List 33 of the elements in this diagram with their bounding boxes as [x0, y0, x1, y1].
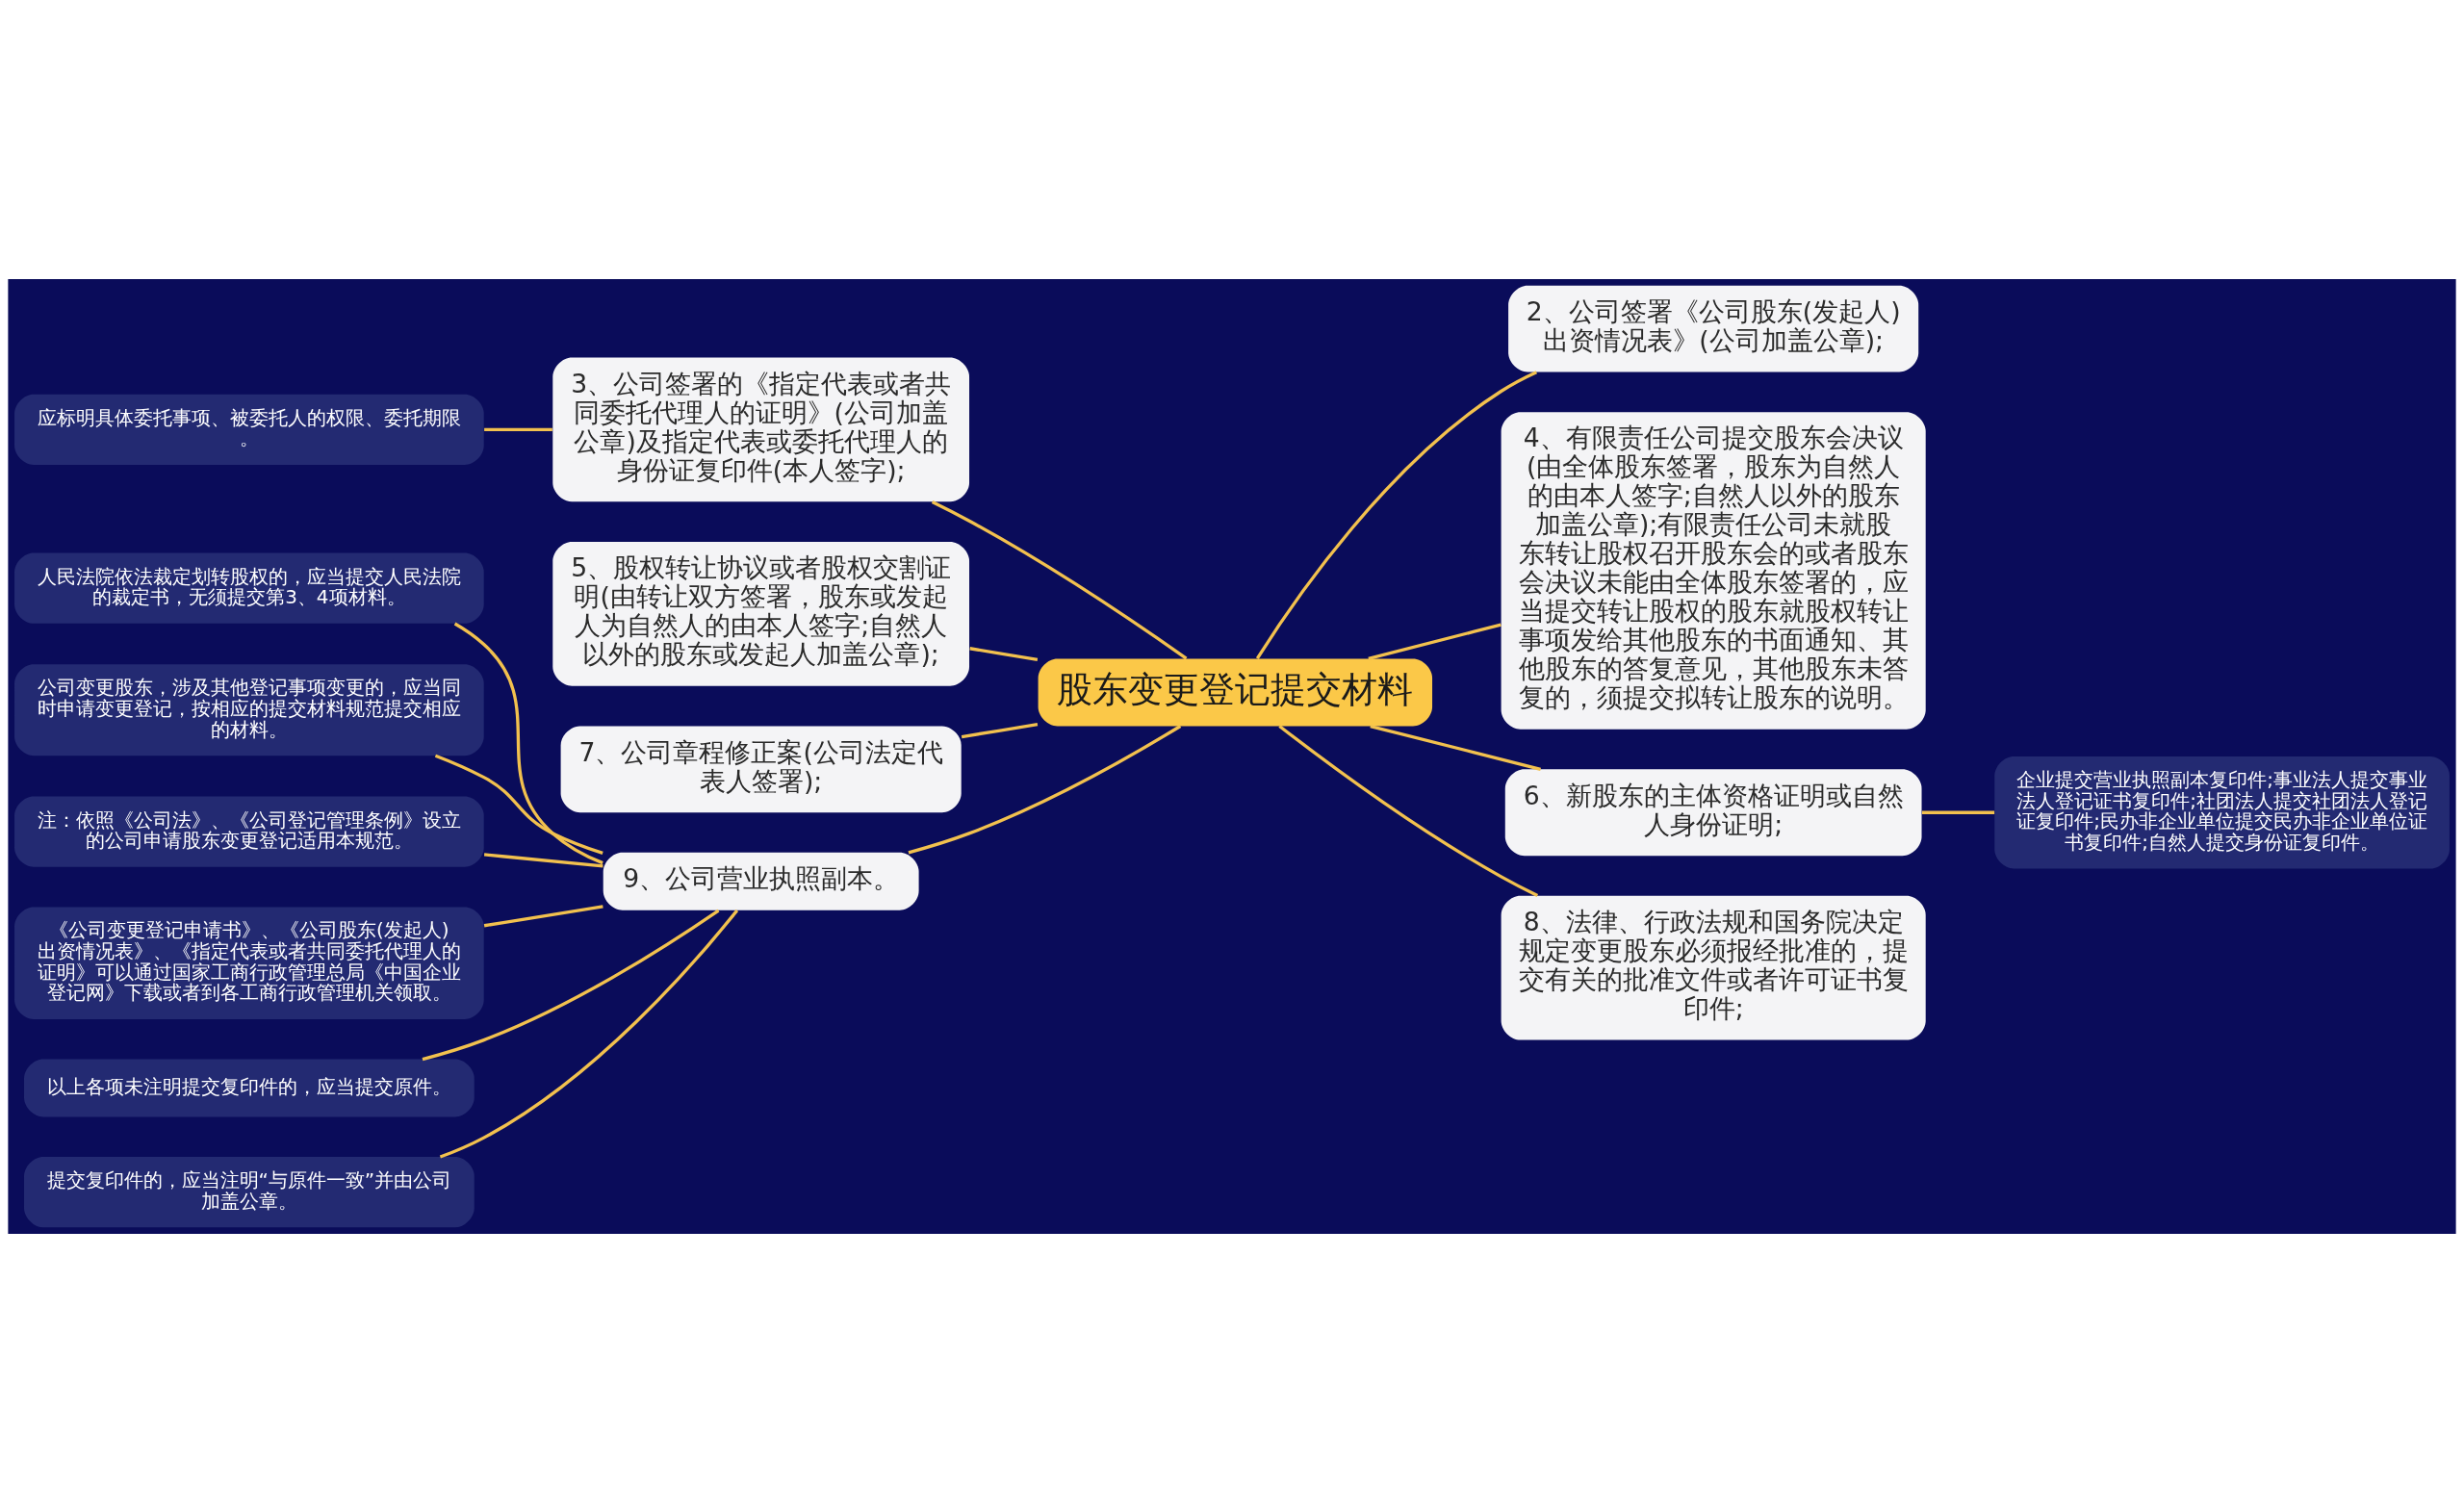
connector: [1278, 724, 1539, 897]
node-box: 3、公司签署的《指定代表或者共同委托代理人的证明》(公司加盖公章)及指定代表或委托代理人的身份证复印件(本人签字);: [552, 357, 970, 501]
connector: [483, 852, 603, 868]
node-box: 以上各项未注明提交复印件的，应当提交原件。: [24, 1059, 475, 1116]
connector: [483, 904, 603, 927]
node-box: 9、公司营业执照副本。: [603, 852, 919, 910]
node-box: 7、公司章程修正案(公司法定代表人签署);: [560, 725, 962, 812]
node-box: 公司变更股东，涉及其他登记事项变更的，应当同时申请变更登记，按相应的提交材料规范提交相应的材料。: [14, 663, 484, 756]
connector: [961, 722, 1039, 738]
node-box: 注：依照《公司法》、《公司登记管理条例》设立的公司申请股东变更登记适用本规范。: [14, 796, 484, 867]
connector: [1370, 724, 1541, 771]
connector: [1255, 370, 1538, 659]
connector: [484, 427, 552, 431]
node-box: 6、新股东的主体资格证明或自然人身份证明;: [1504, 768, 1922, 856]
node-box: 8、法律、行政法规和国务院决定规定变更股东必须报经批准的，提交有关的批准文件或者许可证书复印件;: [1501, 895, 1926, 1040]
node-box: 应标明具体委托事项、被委托人的权限、委托期限。: [14, 394, 484, 465]
connector: [908, 724, 1182, 854]
node-box: 4、有限责任公司提交股东会决议(由全体股东签署，股东为自然人的由本人签字;自然人以外的股东加盖公章);有限责任公司未就股东转让股权召开股东会的或者股东会决议未能由全体股东签署的，应当提交转让股权的股东就股权转让事项发给其他股东的书面通知、其他股东的答复意见，其他股东未答复的，须提交拟转让股东的说明。: [1501, 411, 1926, 730]
node-box: 5、股权转让协议或者股权交割证明(由转让双方签署，股东或发起人为自然人的由本人签字;自然人以外的股东或发起人加盖公章);: [552, 541, 970, 686]
connector: [1368, 622, 1502, 660]
connector: [931, 500, 1188, 659]
connector: [434, 754, 603, 855]
node-box: 《公司变更登记申请书》、《公司股东(发起人)出资情况表》、《指定代表或者共同委托代理人的证明》可以通过国家工商行政管理总局《中国企业登记网》下载或者到各工商行政管理机关领取。: [14, 906, 484, 1019]
node-box: 股东变更登记提交材料: [1038, 657, 1433, 726]
node-box: 企业提交营业执照副本复印件;事业法人提交事业法人登记证书复印件;社团法人提交社团法人登记证复印件;民办非企业单位提交民办非企业单位证书复印件;自然人提交身份证复印件。: [1994, 756, 2450, 868]
connector: [422, 909, 720, 1061]
node-box: 提交复印件的，应当注明“与原件一致”并由公司加盖公章。: [24, 1156, 475, 1227]
connector: [439, 909, 739, 1159]
node-box: 人民法院依法裁定划转股权的，应当提交人民法院的裁定书，无须提交第3、4项材料。: [14, 552, 484, 624]
connector: [1921, 810, 1995, 814]
connector: [969, 646, 1039, 661]
connector: [453, 622, 603, 864]
node-box: 2、公司签署《公司股东(发起人)出资情况表》(公司加盖公章);: [1508, 285, 1919, 372]
